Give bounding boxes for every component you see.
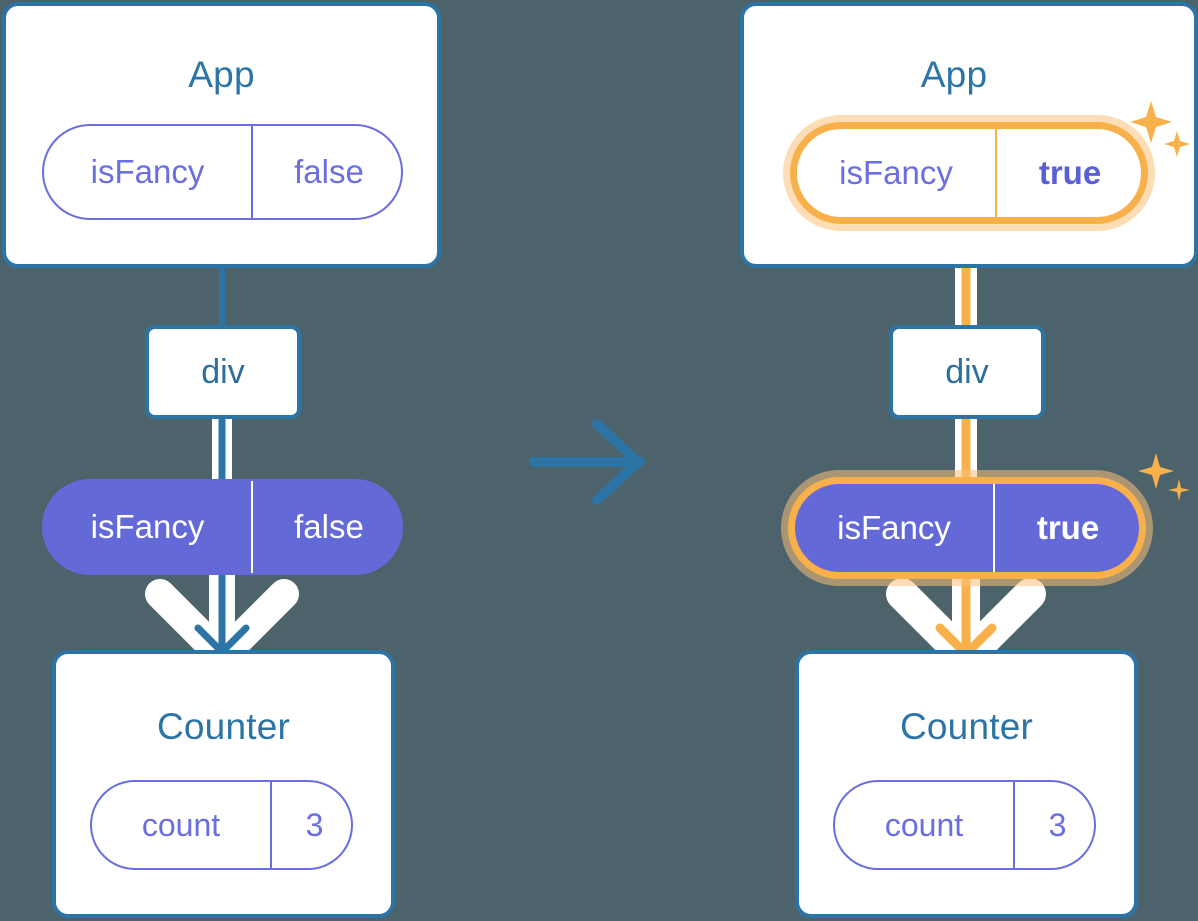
counter-pill-key-after: count <box>884 806 964 843</box>
element-node-div-after: div <box>889 325 1045 419</box>
element-node-div-before: div <box>145 325 301 419</box>
props-pill-value: false <box>251 481 401 573</box>
props-pill-before[interactable]: isFancy false <box>42 479 403 575</box>
state-pill-key: isFancy <box>90 153 205 190</box>
app-state-pill-before[interactable]: isFancy false <box>42 124 403 220</box>
state-pill-key-after: isFancy <box>839 154 953 191</box>
element-node-label-after: div <box>945 352 989 391</box>
counter-card-title: Counter <box>156 706 291 747</box>
arrow-right-icon <box>529 419 645 505</box>
counter-pill-key: count <box>141 806 221 843</box>
counter-card-title-after: Counter <box>899 706 1034 747</box>
state-pill-value: false <box>251 126 401 218</box>
app-state-pill-after[interactable]: isFancy true <box>790 122 1148 224</box>
counter-pill-value: 3 <box>270 782 351 868</box>
left-connector-props-to-counter <box>145 562 299 671</box>
counter-state-pill-before[interactable]: count 3 <box>90 780 353 870</box>
app-card-title: App <box>188 54 255 95</box>
state-pill-value-after: true <box>995 129 1141 217</box>
props-pill-key: isFancy <box>90 508 205 545</box>
props-pill-value-after: true <box>993 484 1139 572</box>
counter-state-pill-after[interactable]: count 3 <box>833 780 1096 870</box>
props-pill-key-after: isFancy <box>837 509 951 546</box>
props-pill-after[interactable]: isFancy true <box>788 477 1146 579</box>
element-node-label: div <box>201 352 245 391</box>
app-card-title-after: App <box>920 54 988 95</box>
counter-pill-value-after: 3 <box>1013 782 1094 868</box>
